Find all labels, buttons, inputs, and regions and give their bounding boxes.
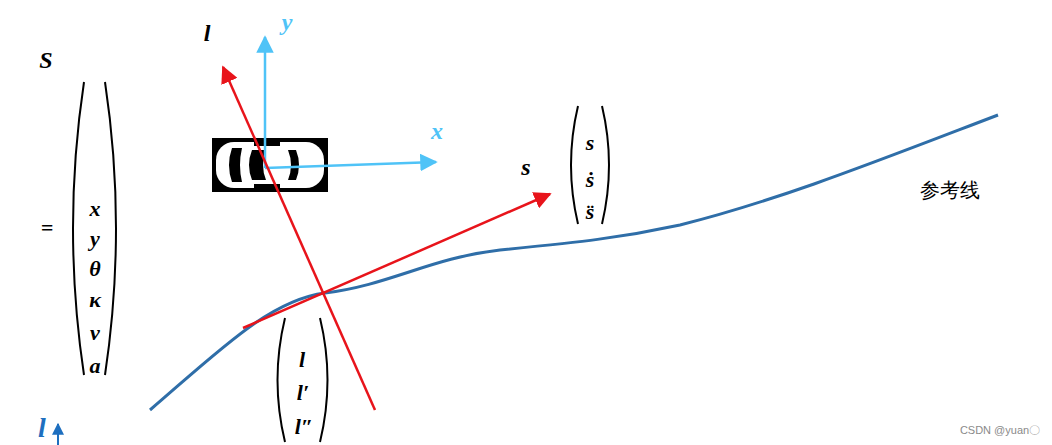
state-entry: x (90, 198, 101, 220)
state-entry: a (90, 355, 101, 377)
axis-arrow (57, 424, 59, 445)
state-entry: v (90, 322, 100, 344)
state-symbol: S (39, 48, 52, 72)
reference-line-label: 参考线 (920, 180, 980, 200)
longitudinal-entry: ṡ (586, 169, 595, 191)
equals-sign: = (41, 217, 54, 239)
vehicle-x-axis (265, 162, 436, 168)
state-entry: θ (89, 258, 100, 280)
axis-label: l (38, 414, 46, 442)
axis-label: s (521, 155, 530, 179)
state-entry: κ (89, 289, 101, 311)
watermark: CSDN @yuan〇 (960, 425, 1040, 436)
vehicle-y-axis (264, 37, 267, 168)
car-icon (212, 138, 328, 192)
lateral-entry: l (299, 349, 305, 371)
state-entry: y (90, 228, 100, 250)
axis-label: x (431, 119, 443, 143)
vector-brackets (73, 82, 609, 442)
lateral-entry: l′ (297, 382, 309, 404)
frenet-s-axis (243, 194, 550, 328)
lateral-entry: l″ (295, 416, 313, 438)
longitudinal-entry: s̈ (586, 201, 595, 223)
axis-label: y (282, 10, 293, 34)
axis-label: l (204, 21, 211, 45)
longitudinal-entry: s (586, 132, 595, 154)
frenet-l-axis (223, 67, 375, 410)
